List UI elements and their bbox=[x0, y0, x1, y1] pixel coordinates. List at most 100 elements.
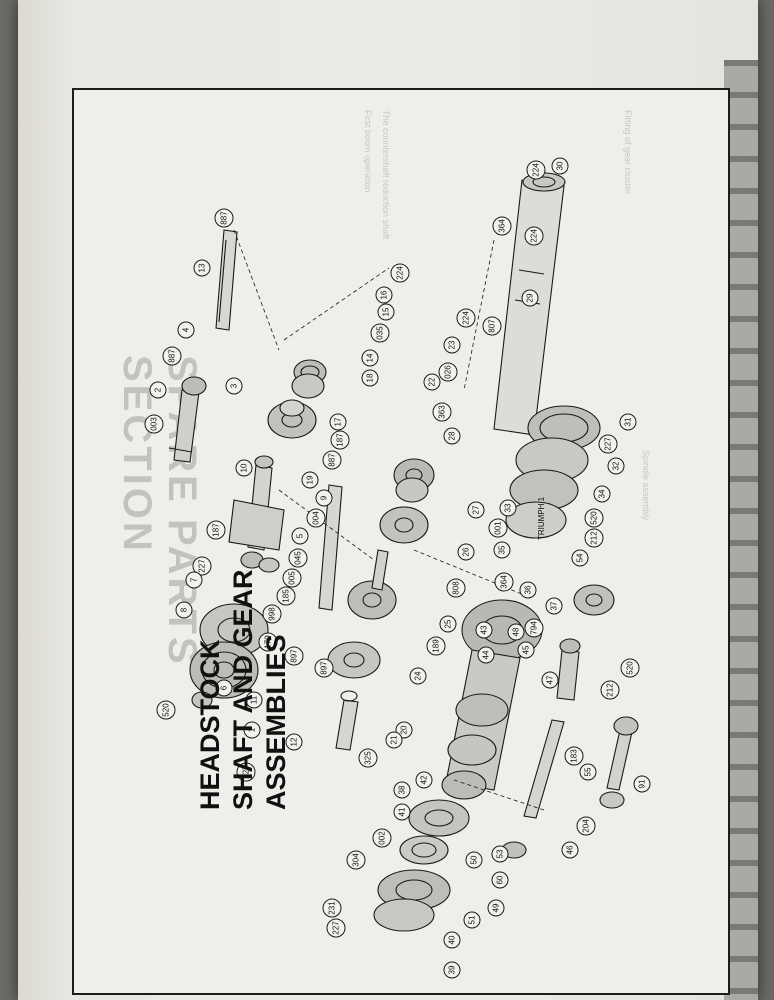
part-number-label: 808 bbox=[452, 581, 461, 595]
page-title: HEADSTOCK SHAFT AND GEAR ASSEMBLIES bbox=[194, 570, 293, 811]
part-number-label: 46 bbox=[566, 845, 575, 854]
part-number-label: 2 bbox=[154, 387, 163, 392]
callout-left-7: 224 bbox=[390, 263, 410, 283]
callout-center-54: 39 bbox=[443, 961, 461, 979]
callout-center-33: 48 bbox=[507, 623, 525, 641]
callout-center-50: 50 bbox=[465, 851, 483, 869]
part-number-label: 41 bbox=[398, 807, 407, 816]
callout-left-34: 1 bbox=[243, 721, 261, 739]
caption-code: TRIUMPH 1 bbox=[537, 496, 546, 540]
left-gear-17 bbox=[267, 399, 317, 439]
part-number-label: 364 bbox=[498, 219, 507, 233]
gear-24 bbox=[327, 641, 381, 679]
part-number-label: 1 bbox=[248, 727, 257, 732]
part-number-label: 28 bbox=[448, 431, 457, 440]
callout-center-13: 227 bbox=[598, 434, 618, 454]
callout-center-41: 325 bbox=[358, 748, 378, 768]
callout-center-49: 60 bbox=[491, 871, 509, 889]
part-number-label: 035 bbox=[376, 326, 385, 340]
callout-left-36: 227 bbox=[236, 762, 256, 782]
callout-center-52: 51 bbox=[463, 911, 481, 929]
callout-center-29: 43 bbox=[475, 621, 493, 639]
part-number-label: 185 bbox=[282, 589, 291, 603]
part-number-label: 8 bbox=[180, 607, 189, 612]
part-number-label: 187 bbox=[336, 433, 345, 447]
part-number-label: 27 bbox=[472, 505, 481, 514]
part-number-label: 17 bbox=[334, 417, 343, 426]
callout-left-8: 16 bbox=[375, 286, 393, 304]
callout-left-5: 2 bbox=[149, 381, 167, 399]
callout-center-15: 34 bbox=[593, 485, 611, 503]
part-number-label: 183 bbox=[570, 749, 579, 763]
part-number-label: 520 bbox=[162, 703, 171, 717]
callout-left-22: 227 bbox=[192, 556, 212, 576]
part-number-label: 34 bbox=[598, 489, 607, 498]
part-number-label: 47 bbox=[546, 675, 555, 684]
callout-center-47: 41 bbox=[393, 803, 411, 821]
title-line-2: SHAFT AND GEAR bbox=[228, 569, 258, 811]
callout-left-16: 10 bbox=[235, 459, 253, 477]
left-gear-18 bbox=[291, 359, 327, 399]
part-number-label: 887 bbox=[168, 349, 177, 363]
right-shaft-91 bbox=[599, 716, 639, 809]
part-number-label: 21 bbox=[390, 735, 399, 744]
part-number-label: 15 bbox=[382, 307, 391, 316]
part-number-label: 204 bbox=[582, 819, 591, 833]
part-number-label: 003 bbox=[150, 417, 159, 431]
part-number-label: 897 bbox=[320, 661, 329, 675]
part-number-label: 227 bbox=[332, 921, 341, 935]
part-number-label: 49 bbox=[492, 903, 501, 912]
callout-center-21: 35 bbox=[493, 541, 511, 559]
part-number-label: 44 bbox=[482, 650, 491, 659]
part-number-label: 998 bbox=[268, 607, 277, 621]
callout-left-35: 12 bbox=[285, 733, 303, 751]
callout-center-37: 520 bbox=[620, 658, 640, 678]
callout-left-14: 187 bbox=[330, 430, 350, 450]
part-number-label: 37 bbox=[550, 601, 559, 610]
part-number-label: 005 bbox=[288, 571, 297, 585]
part-number-label: 045 bbox=[294, 551, 303, 565]
part-number-label: 3 bbox=[230, 383, 239, 388]
part-number-label: 19 bbox=[306, 475, 315, 484]
callout-left-26: 185 bbox=[276, 586, 296, 606]
callout-left-15: 887 bbox=[322, 450, 342, 470]
callout-center-32: 794 bbox=[524, 618, 544, 638]
part-number-label: 887 bbox=[328, 453, 337, 467]
right-gear-36 bbox=[573, 584, 615, 616]
part-number-label: 807 bbox=[488, 319, 497, 333]
callout-center-46: 91 bbox=[633, 775, 651, 793]
left-shaft-19 bbox=[318, 484, 343, 611]
gear-25 bbox=[347, 549, 397, 620]
part-number-label: 43 bbox=[480, 625, 489, 634]
part-number-label: 9 bbox=[320, 495, 329, 500]
callout-center-8: 026 bbox=[438, 362, 458, 382]
part-number-label: 304 bbox=[352, 853, 361, 867]
diagram-frame: SPARE PARTS SECTION First boom operation… bbox=[72, 88, 730, 995]
part-number-label: 224 bbox=[462, 311, 471, 325]
callout-center-48: 002 bbox=[372, 828, 392, 848]
callout-left-4: 3 bbox=[225, 377, 243, 395]
callout-left-11: 14 bbox=[361, 349, 379, 367]
callout-center-30: 44 bbox=[477, 646, 495, 664]
part-number-label: 22 bbox=[428, 377, 437, 386]
gear-41 bbox=[399, 835, 449, 865]
part-number-label: 31 bbox=[624, 417, 633, 426]
callout-center-4: 29 bbox=[521, 289, 539, 307]
part-number-label: 40 bbox=[448, 935, 457, 944]
callout-left-29: 179 bbox=[258, 632, 278, 652]
callout-center-1: 30 bbox=[551, 157, 569, 175]
callout-center-19: 27 bbox=[467, 501, 485, 519]
callout-left-13: 17 bbox=[329, 413, 347, 431]
part-number-label: 12 bbox=[290, 737, 299, 746]
callout-center-26: 25 bbox=[439, 615, 457, 633]
callout-center-55: 304 bbox=[346, 850, 366, 870]
callout-left-17: 19 bbox=[301, 471, 319, 489]
callout-center-25: 36 bbox=[519, 581, 537, 599]
callout-center-22: 212 bbox=[584, 528, 604, 548]
part-number-label: 187 bbox=[212, 523, 221, 537]
part-number-label: 14 bbox=[366, 353, 375, 362]
part-number-label: 325 bbox=[364, 751, 373, 765]
part-number-label: 25 bbox=[444, 619, 453, 628]
callout-center-57: 227 bbox=[326, 918, 346, 938]
callout-left-32: 11 bbox=[245, 691, 263, 709]
